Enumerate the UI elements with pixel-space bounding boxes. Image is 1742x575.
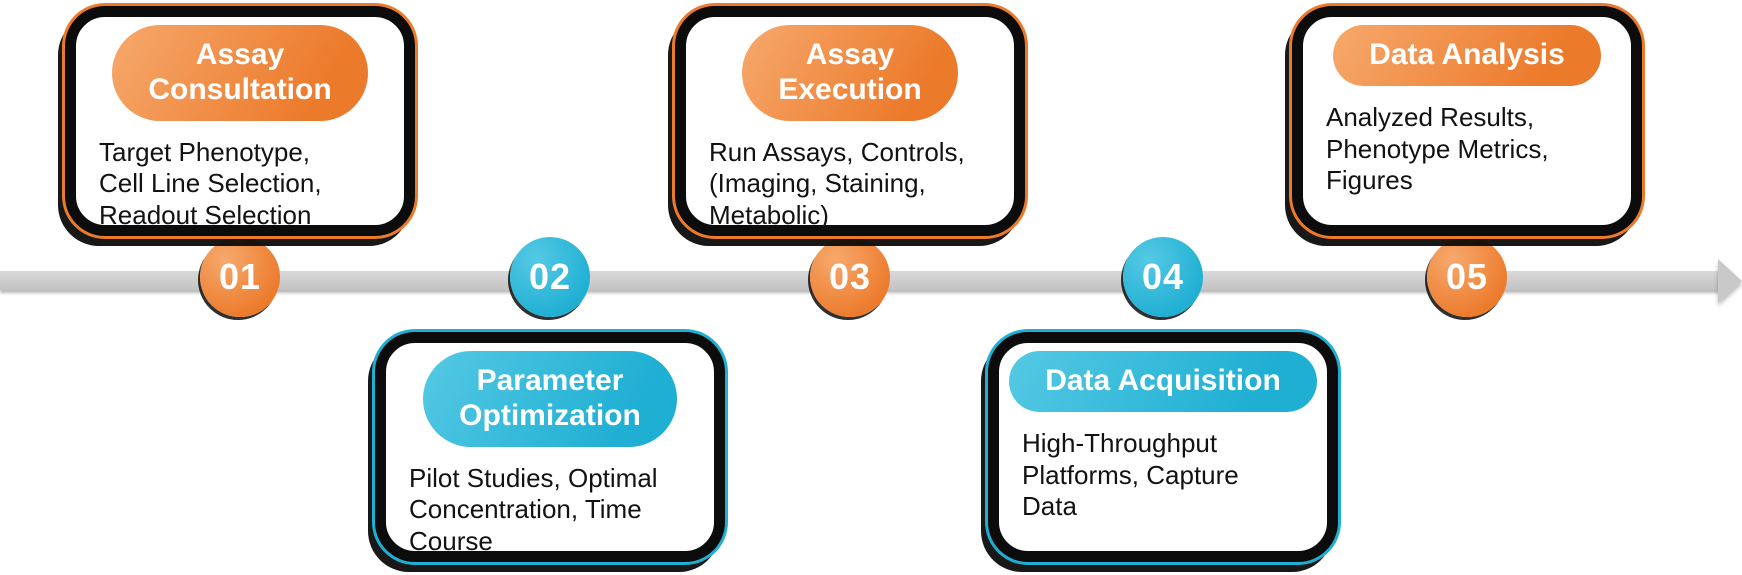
step-title-pill: Assay Execution bbox=[742, 25, 958, 121]
step-description: High-Throughput Platforms, Capture Data bbox=[1022, 427, 1239, 522]
step-description: Pilot Studies, Optimal Concentration, Ti… bbox=[409, 462, 658, 557]
timeline-node-03: 03 bbox=[810, 237, 890, 317]
timeline-arrowhead-icon bbox=[1718, 259, 1742, 303]
step-card-parameter-optimization: Parameter Optimization Pilot Studies, Op… bbox=[375, 332, 725, 562]
timeline-node-01: 01 bbox=[200, 237, 280, 317]
step-card-assay-execution: Assay Execution Run Assays, Controls, (I… bbox=[675, 6, 1025, 236]
step-card-data-acquisition: Data Acquisition High-Throughput Platfor… bbox=[988, 332, 1338, 562]
step-description: Run Assays, Controls, (Imaging, Staining… bbox=[709, 136, 965, 231]
step-title-pill: Data Analysis bbox=[1333, 25, 1601, 86]
timeline-node-02: 02 bbox=[510, 237, 590, 317]
step-title-pill: Assay Consultation bbox=[112, 25, 368, 121]
timeline-node-04: 04 bbox=[1123, 237, 1203, 317]
step-card-assay-consultation: Assay Consultation Target Phenotype, Cel… bbox=[65, 6, 415, 236]
step-description: Target Phenotype, Cell Line Selection, R… bbox=[99, 136, 322, 231]
step-card-data-analysis: Data Analysis Analyzed Results, Phenotyp… bbox=[1292, 6, 1642, 236]
step-title-pill: Parameter Optimization bbox=[423, 351, 677, 447]
timeline-node-05: 05 bbox=[1427, 237, 1507, 317]
step-title-pill: Data Acquisition bbox=[1009, 351, 1317, 412]
step-description: Analyzed Results, Phenotype Metrics, Fig… bbox=[1326, 101, 1549, 196]
